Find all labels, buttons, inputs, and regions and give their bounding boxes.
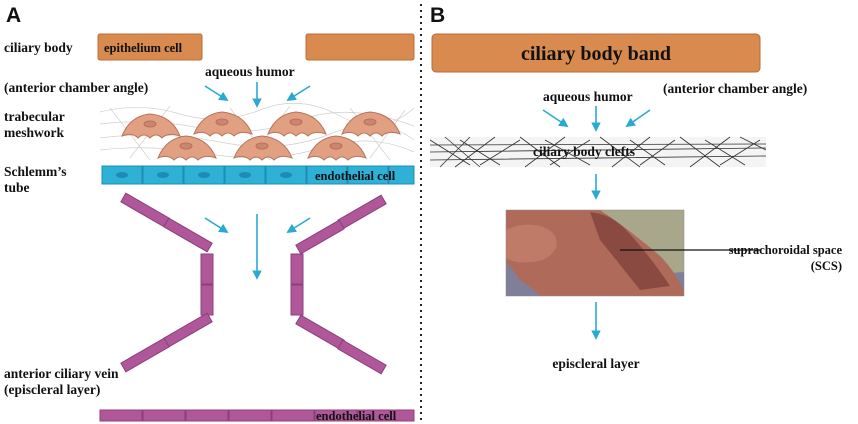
collector-channel bbox=[120, 192, 387, 375]
label-ciliary-body-band: ciliary body band bbox=[521, 43, 671, 65]
label-trabecular-line1: trabecular bbox=[4, 109, 65, 124]
label-anterior-chamber-angle-a: (anterior chamber angle) bbox=[4, 80, 148, 95]
label-aqueous-humor-b: aqueous humor bbox=[543, 89, 633, 104]
episcleral-endothelium bbox=[99, 409, 415, 422]
aqueous-arrows-a-vein bbox=[204, 214, 311, 280]
label-scs-line2: (SCS) bbox=[811, 259, 842, 273]
label-scs-line1: suprachoroidal space bbox=[729, 243, 843, 257]
label-endothelial-cell-bottom: endothelial cell bbox=[316, 409, 397, 423]
ciliary-body-band-b bbox=[431, 33, 761, 73]
label-anterior-chamber-angle-b: (anterior chamber angle) bbox=[663, 81, 807, 96]
trabecular-cell bbox=[341, 111, 401, 137]
trabecular-cell bbox=[233, 135, 293, 161]
label-ciliary-body-clefts: ciliary body clefts bbox=[533, 144, 635, 159]
label-epithelium-cell: epithelium cell bbox=[104, 41, 183, 55]
label-vein-line2: (episcleral layer) bbox=[4, 382, 100, 397]
aqueous-arrows-a-top bbox=[204, 82, 311, 108]
panel-a-letter: A bbox=[6, 4, 21, 27]
ciliary-body-band-left bbox=[97, 33, 203, 61]
label-schlemm-line2: tube bbox=[4, 180, 30, 195]
label-aqueous-humor-a: aqueous humor bbox=[205, 64, 295, 79]
panel-a: A ciliary body epithelium cell aqueous h… bbox=[4, 4, 415, 423]
label-vein-line1: anterior ciliary vein bbox=[4, 366, 119, 381]
label-episcleral-layer: episcleral layer bbox=[552, 356, 639, 371]
label-ciliary-body: ciliary body bbox=[4, 40, 73, 55]
trabecular-cell bbox=[307, 135, 367, 161]
panel-b-letter: B bbox=[430, 4, 445, 27]
schlemm-tube bbox=[101, 165, 415, 185]
aqueous-arrows-b-top bbox=[542, 106, 651, 132]
scs-image bbox=[505, 209, 685, 297]
trabecular-cell bbox=[157, 135, 217, 161]
label-trabecular-line2: meshwork bbox=[4, 125, 64, 140]
trabecular-cell bbox=[267, 111, 327, 137]
label-endothelial-cell: endothelial cell bbox=[315, 169, 396, 183]
panel-b: B ciliary body band aqueous humor (anter… bbox=[429, 4, 843, 371]
trabecular-cell bbox=[193, 111, 253, 137]
ciliary-body-clefts bbox=[429, 136, 767, 168]
label-schlemm-line1: Schlemm’s bbox=[4, 164, 67, 179]
ciliary-body-band-right bbox=[305, 33, 415, 61]
trabecular-cells bbox=[121, 111, 401, 161]
trabecular-cell bbox=[121, 113, 181, 139]
